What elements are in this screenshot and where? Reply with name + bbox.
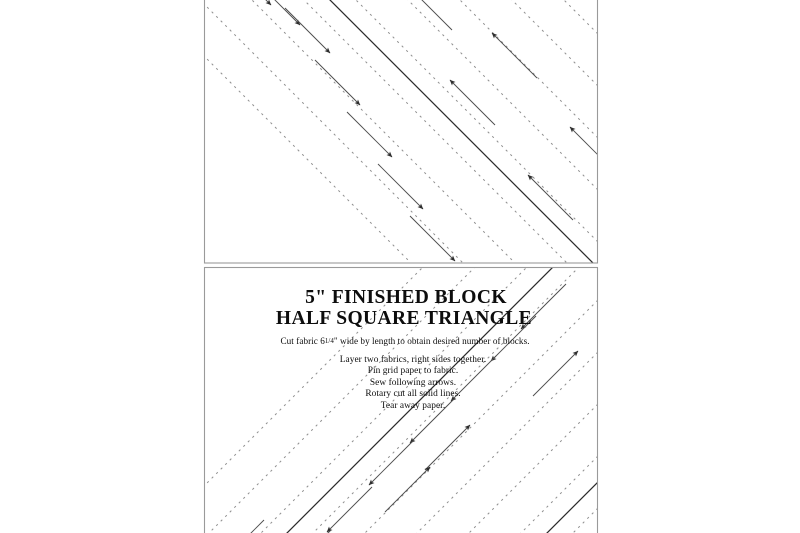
upper-panel-border <box>203 0 599 264</box>
sew-direction-arrow <box>384 350 579 513</box>
dashed-sew-lines <box>204 0 598 263</box>
sew-direction-arrow <box>265 0 456 262</box>
upper-panel-lines <box>180 0 700 263</box>
upper-panel <box>180 0 700 264</box>
solid-cut-line <box>546 481 598 533</box>
dashed-sew-lines <box>204 267 598 533</box>
lower-panel-border <box>203 266 599 533</box>
lower-panel-lines <box>204 267 598 533</box>
solid-cut-line <box>180 0 700 100</box>
sew-direction-arrow <box>421 0 598 221</box>
sew-direction-arrow <box>250 283 567 533</box>
solid-cut-line <box>329 0 594 263</box>
solid-cut-line <box>286 267 554 533</box>
lower-panel <box>203 266 599 533</box>
